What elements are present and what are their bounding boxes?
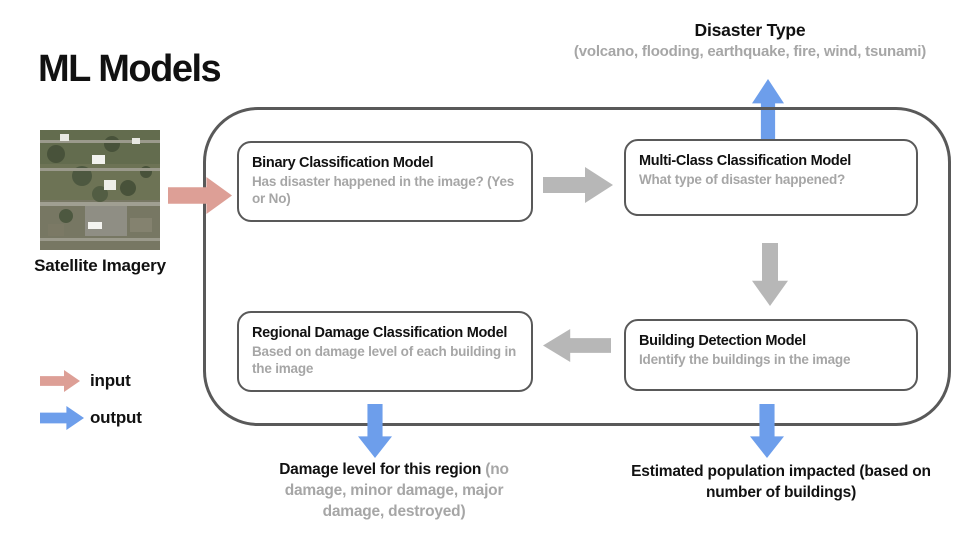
model-title: Binary Classification Model — [252, 155, 434, 171]
model-title: Building Detection Model — [639, 333, 806, 349]
output-arrow-population — [750, 404, 784, 458]
output-damage-level-subtitle: (no damage, minor damage, major damage, … — [284, 461, 509, 520]
output-damage-level-title: Damage level for this region — [279, 461, 482, 478]
arrow-multiclass-to-building — [752, 243, 788, 306]
legend-output-arrow-icon — [40, 406, 84, 430]
satellite-image — [40, 130, 160, 250]
arrow-binary-to-multiclass — [543, 167, 613, 203]
model-box-building-detection: Building Detection Model Identify the bu… — [624, 319, 918, 391]
input-arrow-satellite — [168, 177, 232, 214]
satellite-image-label: Satellite Imagery — [34, 256, 166, 275]
model-title: Multi-Class Classification Model — [639, 153, 851, 169]
legend-output-label: output — [90, 408, 142, 427]
output-population: Estimated population impacted (based on … — [631, 463, 931, 501]
legend-input-arrow-icon — [40, 370, 80, 392]
output-disaster-type: Disaster Type (volcano, flooding, earthq… — [550, 20, 950, 60]
model-box-binary-classification: Binary Classification Model Has disaster… — [237, 141, 533, 222]
model-subtitle: Identify the buildings in the image — [639, 352, 851, 368]
output-damage-level: Damage level for this region (no damage,… — [258, 460, 530, 523]
model-subtitle: What type of disaster happened? — [639, 172, 846, 188]
arrow-building-to-regional — [543, 329, 611, 362]
legend-input-label: input — [90, 371, 131, 390]
model-box-regional-damage: Regional Damage Classification Model Bas… — [237, 311, 533, 392]
model-subtitle: Has disaster happened in the image? (Yes… — [252, 174, 515, 206]
output-arrow-damage-level — [358, 404, 392, 458]
model-box-multiclass-classification: Multi-Class Classification Model What ty… — [624, 139, 918, 216]
output-disaster-type-subtitle: (volcano, flooding, earthquake, fire, wi… — [573, 43, 927, 60]
model-title: Regional Damage Classification Model — [252, 325, 508, 341]
output-disaster-type-title: Disaster Type — [694, 20, 806, 40]
model-subtitle: Based on damage level of each building i… — [252, 344, 517, 376]
page-title: ML Models — [38, 48, 222, 90]
models-container — [203, 107, 951, 426]
